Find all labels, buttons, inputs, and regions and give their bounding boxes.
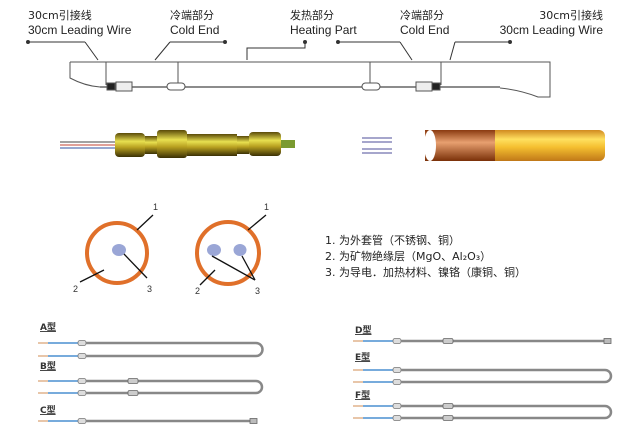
u-bend	[604, 404, 613, 420]
label-en: 30cm Leading Wire	[28, 23, 132, 37]
label-conductor-number: 3	[147, 284, 152, 294]
heater-type-a: A型	[38, 321, 264, 359]
heater-type-d: D型	[353, 324, 612, 344]
label-en: Heating Part	[290, 23, 357, 37]
type-label: B型	[40, 360, 56, 372]
cold-joint	[442, 338, 454, 344]
brass-connector-image	[60, 130, 295, 158]
legend-item-sheath: 1. 为外套管（不锈钢、铜）	[325, 233, 460, 247]
cross-section-single-core: 1 2 3	[73, 202, 158, 294]
cold-joint	[442, 415, 454, 421]
cold-joint	[127, 390, 139, 396]
connector	[77, 390, 87, 396]
label-cn: 发热部分	[290, 8, 334, 22]
heater-type-e: E型	[353, 351, 613, 385]
u-bend	[255, 379, 264, 395]
heater-type-c: C型	[38, 404, 258, 424]
type-label: A型	[40, 321, 56, 333]
connector	[392, 403, 402, 409]
top-label-left-cold-end: 冷端部分 Cold End	[170, 8, 219, 37]
end-cap	[603, 338, 612, 344]
type-label: C型	[40, 404, 56, 416]
top-label-heating-part: 发热部分 Heating Part	[290, 8, 357, 37]
type-label: E型	[355, 351, 370, 363]
connector	[392, 379, 402, 385]
label-en: Cold End	[400, 23, 449, 37]
cold-joint	[127, 378, 139, 384]
connector	[77, 418, 87, 424]
label-outer-sheath-number: 1	[264, 202, 269, 212]
material-legend: 1. 为外套管（不锈钢、铜） 2. 为矿物绝缘层（MgO、Al₂O₃） 3. 为…	[325, 233, 526, 279]
label-en: Cold End	[170, 23, 219, 37]
label-cn: 冷端部分	[170, 8, 214, 22]
connector	[77, 353, 87, 359]
label-insulation-number: 2	[73, 284, 78, 294]
cross-section-dual-core: 1 2 3	[195, 202, 269, 296]
heater-type-f: F型	[353, 389, 613, 421]
end-cap	[249, 418, 258, 424]
equals-sign	[362, 137, 392, 154]
connector	[392, 367, 402, 373]
label-en: 30cm Leading Wire	[500, 23, 604, 37]
connector	[392, 415, 402, 421]
type-label: D型	[355, 324, 371, 336]
label-conductor-number: 3	[255, 286, 260, 296]
leader-lines	[26, 40, 512, 61]
u-bend	[255, 341, 264, 358]
legend-item-conductor: 3. 为导电．加热材料、镍铬（康铜、铜）	[325, 265, 526, 279]
u-bend	[604, 368, 613, 384]
label-cn: 30cm引接线	[539, 8, 603, 22]
legend-item-insulation: 2. 为矿物绝缘层（MgO、Al₂O₃）	[325, 249, 491, 263]
label-cn: 冷端部分	[400, 8, 444, 22]
connector	[77, 378, 87, 384]
connector	[392, 338, 402, 344]
heater-type-variants: A型 B型 C型 D型 E型 F型	[38, 321, 613, 424]
label-insulation-number: 2	[195, 286, 200, 296]
label-outer-sheath-number: 1	[153, 202, 158, 212]
cable-assembly-drawing	[69, 61, 551, 98]
cold-joint	[442, 403, 454, 409]
heater-type-b: B型	[38, 360, 264, 396]
top-label-right-cold-end: 冷端部分 Cold End	[400, 8, 449, 37]
top-label-right-leading-wire: 30cm引接线 30cm Leading Wire	[500, 8, 604, 37]
top-label-left-leading-wire: 30cm引接线 30cm Leading Wire	[28, 8, 132, 37]
label-cn: 30cm引接线	[28, 8, 92, 22]
type-label: F型	[355, 389, 370, 401]
sheath-tube-image	[424, 130, 605, 161]
connector	[77, 340, 87, 346]
